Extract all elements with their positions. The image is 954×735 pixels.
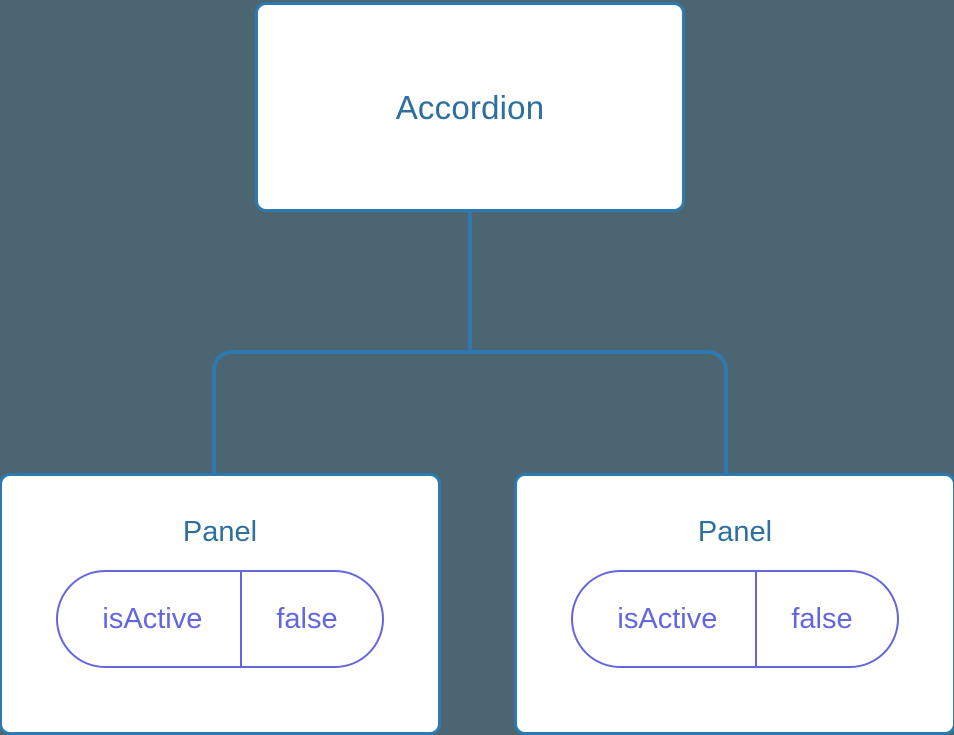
state-pill[interactable]: isActive false	[56, 570, 384, 668]
tree-node-panel-2[interactable]: Panel isActive false	[514, 473, 954, 735]
state-key: isActive	[617, 602, 718, 635]
node-title: Panel	[697, 516, 773, 548]
state-key: isActive	[102, 602, 203, 635]
tree-node-panel-1[interactable]: Panel isActive false	[0, 473, 441, 735]
tree-node-accordion[interactable]: Accordion	[255, 2, 685, 212]
connector-branch-left	[212, 350, 470, 474]
state-pill[interactable]: isActive false	[571, 570, 899, 668]
node-title: Panel	[182, 516, 258, 548]
state-value: false	[240, 572, 381, 666]
connector-branch-right	[470, 350, 728, 474]
node-title: Accordion	[395, 88, 545, 126]
state-value: false	[755, 572, 896, 666]
